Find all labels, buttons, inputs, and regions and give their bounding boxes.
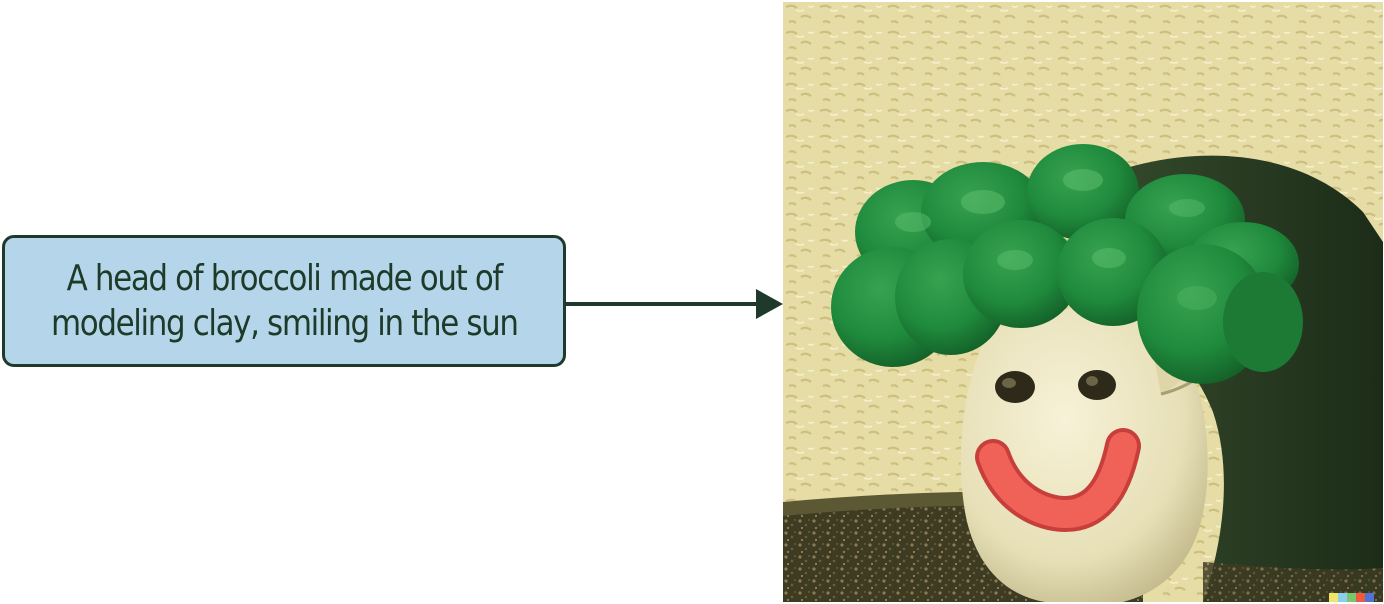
broccoli-florets bbox=[831, 144, 1303, 384]
prompt-line-2: modeling clay, smiling in the sun bbox=[50, 303, 519, 344]
arrow-right-icon bbox=[566, 289, 783, 319]
color-squares-watermark-icon bbox=[1329, 593, 1374, 602]
prompt-box: A head of broccoli made out of modeling … bbox=[2, 235, 566, 367]
prompt-text: A head of broccoli made out of modeling … bbox=[50, 256, 519, 346]
prompt-line-1: A head of broccoli made out of bbox=[66, 258, 503, 299]
generated-image bbox=[783, 2, 1383, 602]
